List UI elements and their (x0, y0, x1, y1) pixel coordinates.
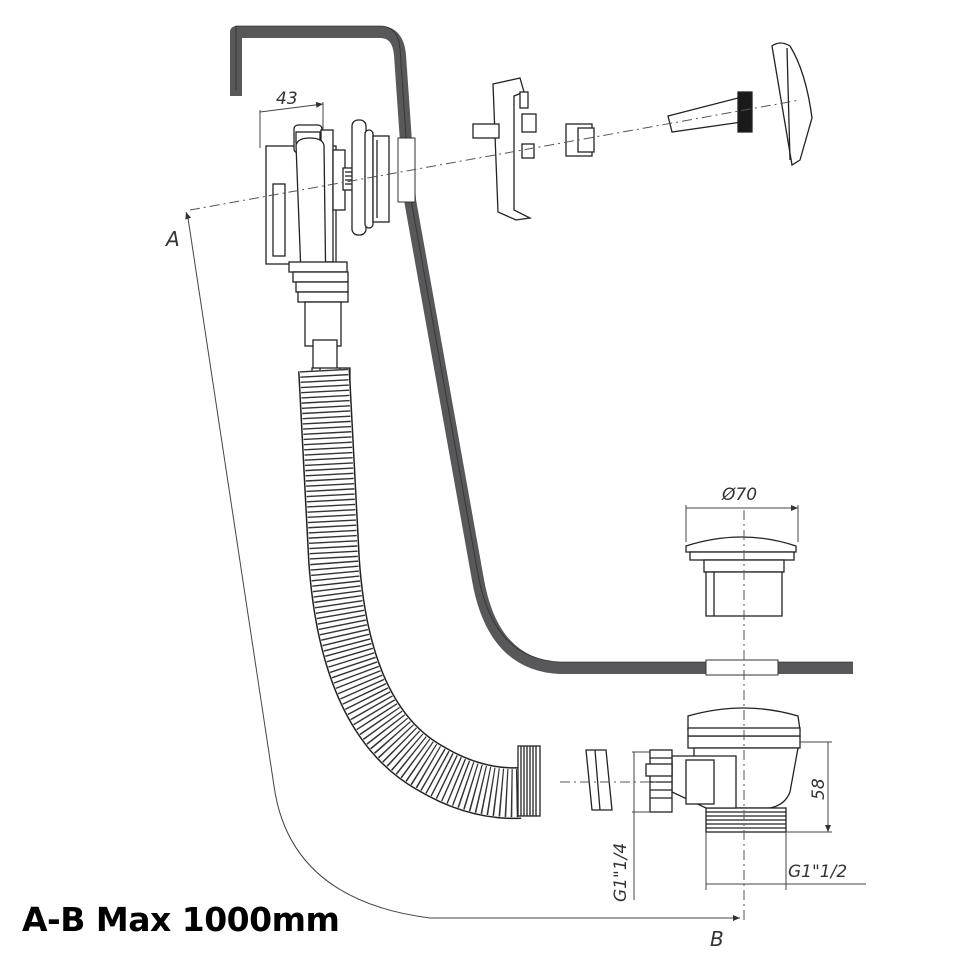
dim-g114 (632, 751, 650, 900)
point-b-label: B (710, 927, 724, 951)
corrugated-hose-ribs (300, 368, 522, 818)
overflow-handle-parts (472, 42, 813, 221)
dim-58 (786, 741, 832, 833)
max-length-caption: A-B Max 1000mm (22, 900, 340, 939)
dim-43-label: 43 (276, 89, 298, 109)
overflow-flange (351, 119, 390, 236)
drain-body (645, 735, 801, 833)
axis-lines (189, 99, 801, 920)
dim-70-label: Ø70 (721, 485, 757, 505)
bathtub-wall (230, 26, 853, 674)
dim-g112-label: G1"1/2 (788, 862, 847, 882)
dim-g112 (705, 832, 866, 890)
dim-g114-label: G1"1/4 (611, 843, 631, 902)
dim-43 (259, 101, 324, 148)
point-a-label: A (164, 227, 180, 251)
plug-stopper (685, 536, 797, 617)
ab-measure-line (187, 217, 740, 921)
dim-70 (685, 505, 799, 542)
hose-nut (517, 745, 541, 817)
side-gasket (585, 749, 613, 811)
dim-58-label: 58 (809, 778, 829, 800)
